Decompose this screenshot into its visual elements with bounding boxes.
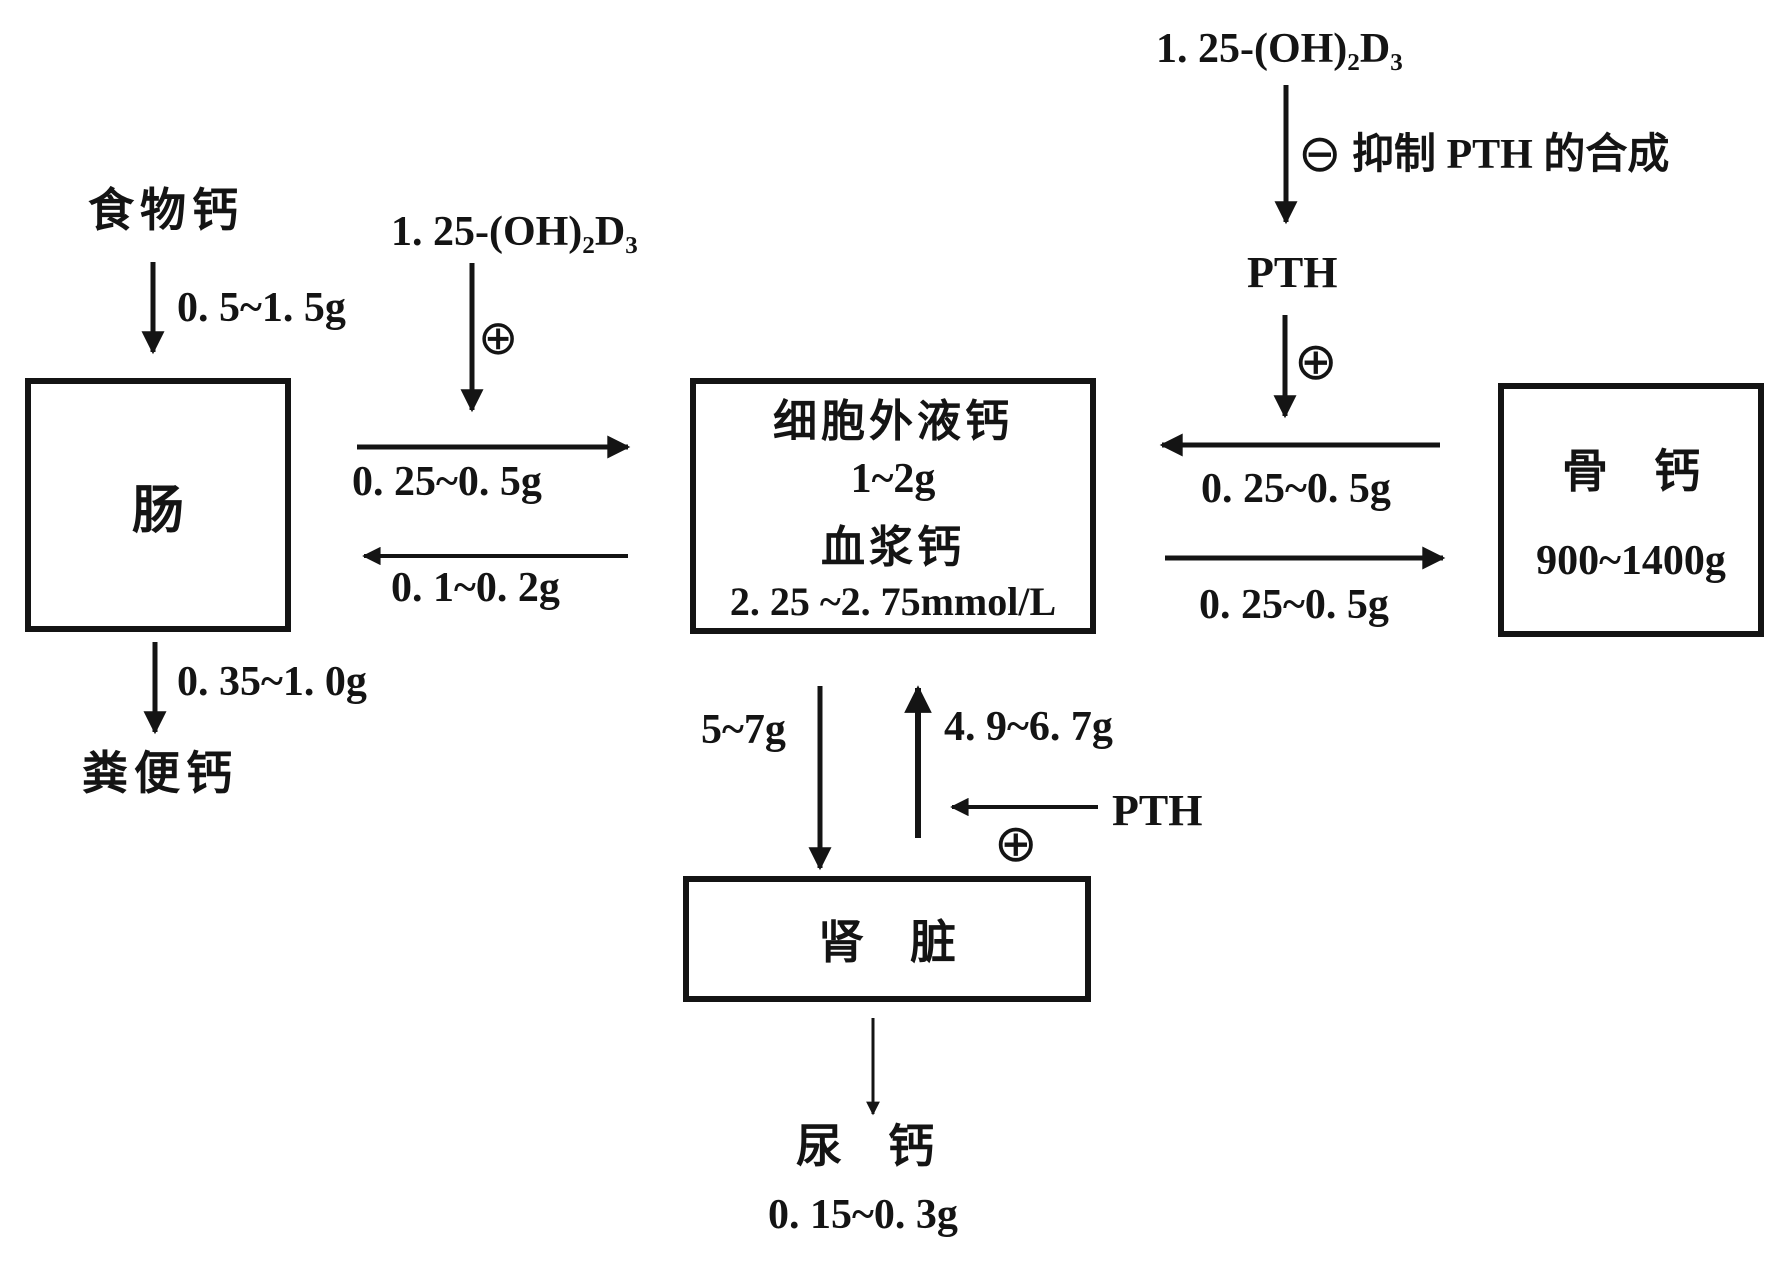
renal-reabsorption-amount: 4. 9~6. 7g bbox=[944, 704, 1113, 750]
bone-amount: 900~1400g bbox=[1536, 538, 1726, 584]
renal-filtration-amount: 5~7g bbox=[701, 707, 786, 753]
fecal-calcium-label: 粪便钙 bbox=[82, 748, 238, 799]
bone-deposition-amount: 0. 25~0. 5g bbox=[1199, 582, 1389, 628]
vitd-top-label: 1. 25-(OH)₂D₃ bbox=[1156, 26, 1403, 72]
intestine-box: 肠 bbox=[25, 378, 291, 632]
kidney-label: 肾 脏 bbox=[818, 917, 956, 968]
inhibit-pth-note: 抑制 PTH 的合成 bbox=[1352, 132, 1670, 178]
bone-resorption-amount: 0. 25~0. 5g bbox=[1201, 466, 1391, 512]
food-intake-amount: 0. 5~1. 5g bbox=[177, 285, 346, 331]
ecf-amount: 1~2g bbox=[850, 456, 936, 502]
plasma-calcium-concentration: 2. 25 ~2. 75mmol/L bbox=[729, 579, 1057, 624]
fecal-excretion-amount: 0. 35~1. 0g bbox=[177, 659, 367, 705]
plus-circle-icon: ⊕ bbox=[478, 310, 519, 366]
plus-circle-icon: ⊕ bbox=[994, 814, 1038, 874]
bone-title: 骨 钙 bbox=[1562, 446, 1700, 497]
urine-calcium-label: 尿 钙 bbox=[796, 1121, 934, 1172]
vitd-mid-label: 1. 25-(OH)₂D₃ bbox=[391, 209, 638, 255]
food-calcium-label: 食物钙 bbox=[88, 185, 244, 236]
intestine-label: 肠 bbox=[131, 482, 184, 540]
pth-kidney-label: PTH bbox=[1112, 786, 1203, 835]
plasma-calcium-label: 血浆钙 bbox=[821, 523, 965, 572]
intestinal-absorption-amount: 0. 25~0. 5g bbox=[352, 459, 542, 505]
pth-top-label: PTH bbox=[1247, 248, 1338, 297]
minus-circle-icon: ⊖ bbox=[1298, 124, 1342, 184]
ecf-title: 细胞外液钙 bbox=[773, 397, 1013, 446]
extracellular-fluid-box: 细胞外液钙 1~2g 血浆钙 2. 25 ~2. 75mmol/L bbox=[690, 378, 1096, 634]
plus-circle-icon: ⊕ bbox=[1294, 332, 1338, 392]
bone-box: 骨 钙 900~1400g bbox=[1498, 383, 1764, 637]
urine-amount: 0. 15~0. 3g bbox=[768, 1192, 958, 1238]
intestinal-secretion-amount: 0. 1~0. 2g bbox=[391, 565, 560, 611]
kidney-box: 肾 脏 bbox=[683, 876, 1091, 1002]
